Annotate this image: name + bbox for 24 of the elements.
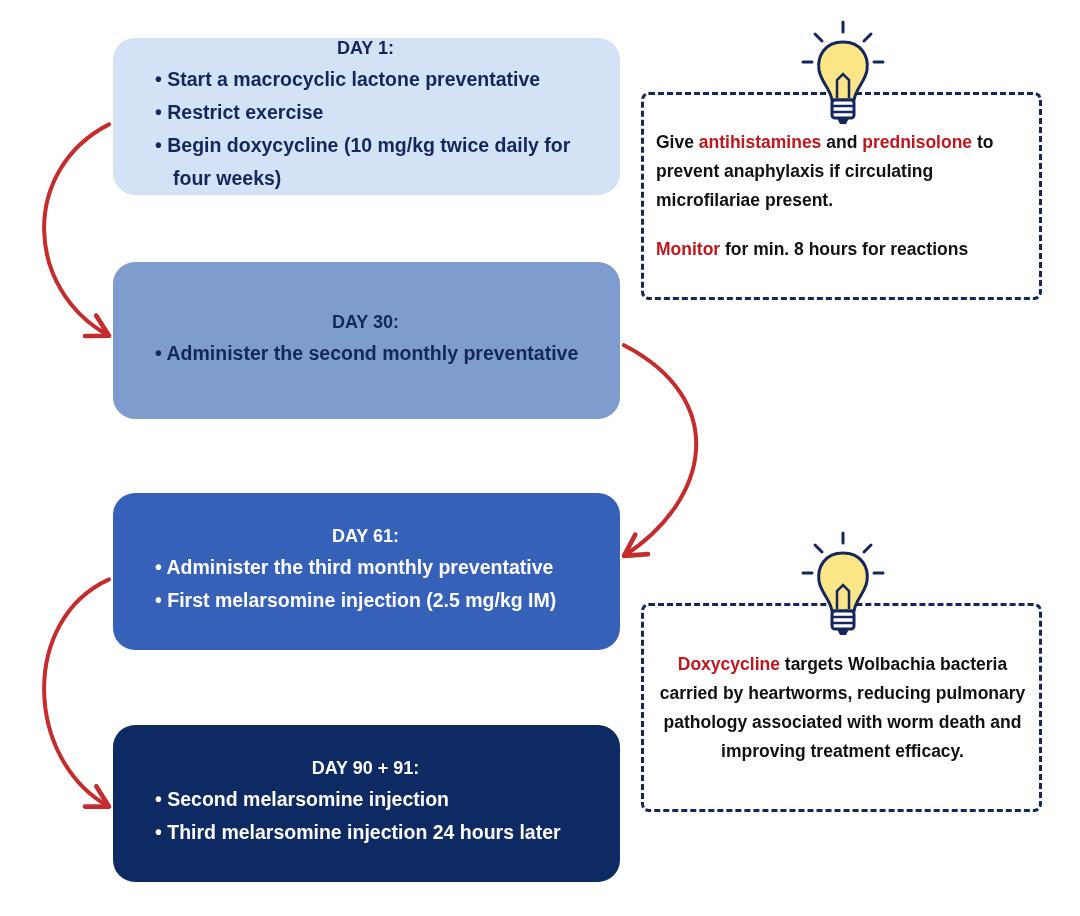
bullet-item: • First melarsomine injection (2.5 mg/kg IM) (155, 588, 558, 613)
step-box (113, 262, 620, 419)
note-text: Give antihistamines and prednisolone to prevent anaphylaxis if circulating microfilariae present. (656, 131, 995, 212)
bullet-item: • Restrict exercise (155, 100, 325, 125)
bullet-item: • Administer the second monthly preventative (155, 340, 580, 366)
bullet-item: • Start a macrocyclic lactone preventative (155, 67, 542, 92)
bullet-item: • Third melarsomine injection 24 hours later (155, 820, 562, 845)
curved-arrow (621, 343, 698, 559)
note-text: Monitor for min. 8 hours for reactions (656, 238, 970, 261)
step-heading: DAY 1: (335, 38, 395, 59)
curved-arrow (42, 122, 112, 339)
step-heading: DAY 30: (330, 311, 400, 333)
step-heading: DAY 61: (330, 526, 400, 547)
bullet-item: • Administer the third monthly preventative (155, 555, 555, 580)
step-box (113, 493, 620, 650)
note-box (641, 92, 1042, 300)
step-heading: DAY 90 + 91: (310, 758, 421, 779)
curved-arrow (42, 577, 112, 809)
bullet-item: • Second melarsomine injection (155, 787, 450, 812)
note-box (641, 603, 1042, 812)
bullet-item: • Begin doxycycline (10 mg/kg twice daily for four weeks) (155, 133, 572, 191)
note-text: Doxycycline targets Wolbachia bacteria carried by heartworms, reducing pulmonary pathology associated with worm death and improving treatment efficacy. (658, 652, 1027, 763)
step-box (113, 725, 620, 882)
step-box (113, 38, 620, 195)
